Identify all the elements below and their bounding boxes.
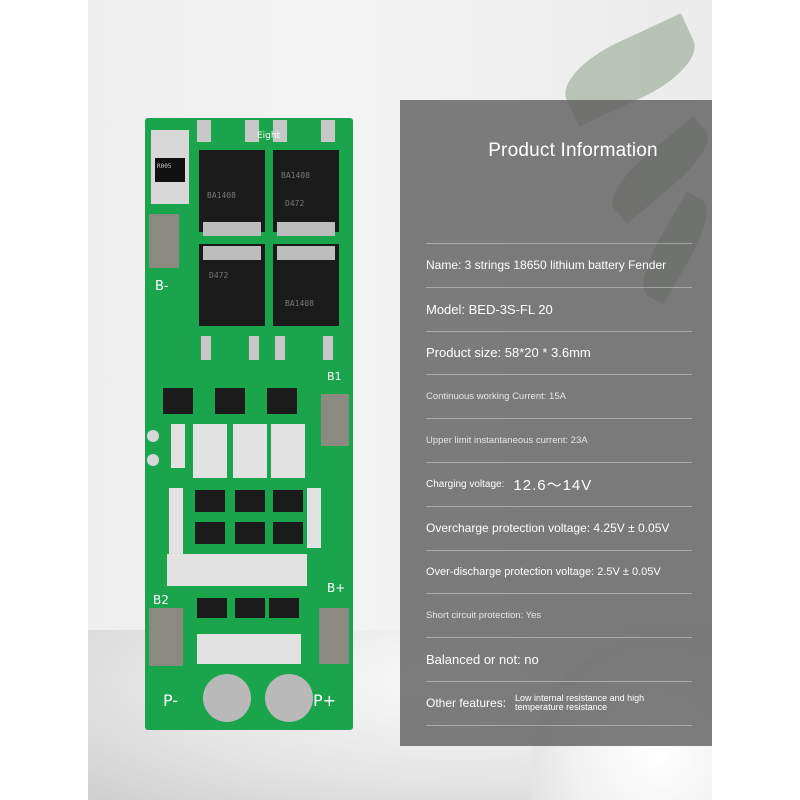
spec-row-other-features: Other features: Low internal resistance … [426, 682, 692, 726]
silk-p-minus: P- [163, 691, 178, 710]
spec-text: Overcharge protection voltage: 4.25V ± 0… [426, 521, 670, 536]
spec-text: Model: BED-3S-FL 20 [426, 301, 553, 317]
chip-mark: D472 [285, 199, 304, 208]
spec-row-overdischarge: Over-discharge protection voltage: 2.5V … [426, 551, 692, 595]
spec-row-overcharge: Overcharge protection voltage: 4.25V ± 0… [426, 507, 692, 551]
spec-text: Short circuit protection: Yes [426, 610, 542, 622]
spec-row-charging-voltage: Charging voltage: 12.6～14V [426, 463, 692, 507]
chip-mark: D472 [209, 271, 228, 280]
resistor-mark: R005 [157, 163, 172, 170]
spec-list: Name: 3 strings 18650 lithium battery Fe… [426, 243, 692, 726]
spec-row-name: Name: 3 strings 18650 lithium battery Fe… [426, 243, 692, 288]
spec-text: Name: 3 strings 18650 lithium battery Fe… [426, 258, 667, 273]
silk-b-plus: B+ [327, 581, 345, 595]
spec-label: Charging voltage: [426, 478, 505, 490]
spec-row-short-circuit: Short circuit protection: Yes [426, 594, 692, 639]
pcb-board: R005 B- BA1408 BA1408 D472 D472 BA1408 E… [145, 118, 353, 730]
pcb-drawing: R005 B- BA1408 BA1408 D472 D472 BA1408 E… [147, 120, 349, 722]
panel-title: Product Information [488, 140, 658, 161]
spec-row-model: Model: BED-3S-FL 20 [426, 288, 692, 332]
spec-row-balanced: Balanced or not: no [426, 638, 692, 682]
chip-mark: BA1408 [285, 299, 314, 308]
spec-row-peak-current: Upper limit instantaneous current: 23A [426, 419, 692, 463]
product-info-panel: Product Information Name: 3 strings 1865… [400, 100, 712, 746]
spec-text: Continuous working Current: 15A [426, 391, 566, 403]
spec-value: 12.6～14V [513, 476, 593, 494]
spec-row-continuous-current: Continuous working Current: 15A [426, 375, 692, 420]
silk-top: Eight [257, 131, 281, 141]
spec-row-size: Product size: 58*20 * 3.6mm [426, 332, 692, 376]
spec-value: Low internal resistance and high tempera… [515, 693, 645, 713]
spec-text: Upper limit instantaneous current: 23A [426, 435, 588, 447]
chip-mark: BA1408 [281, 171, 310, 180]
silk-p-plus: P+ [313, 691, 336, 710]
silk-b2: B2 [153, 593, 169, 607]
left-margin [0, 0, 88, 800]
spec-text: Balanced or not: no [426, 652, 539, 668]
right-margin [712, 0, 800, 800]
spec-text: Over-discharge protection voltage: 2.5V … [426, 565, 661, 578]
silk-b-minus: B- [155, 279, 169, 294]
spec-label: Other features: [426, 696, 507, 711]
chip-mark: BA1408 [207, 191, 236, 200]
spec-text: Product size: 58*20 * 3.6mm [426, 345, 591, 361]
silk-b1: B1 [327, 370, 342, 383]
